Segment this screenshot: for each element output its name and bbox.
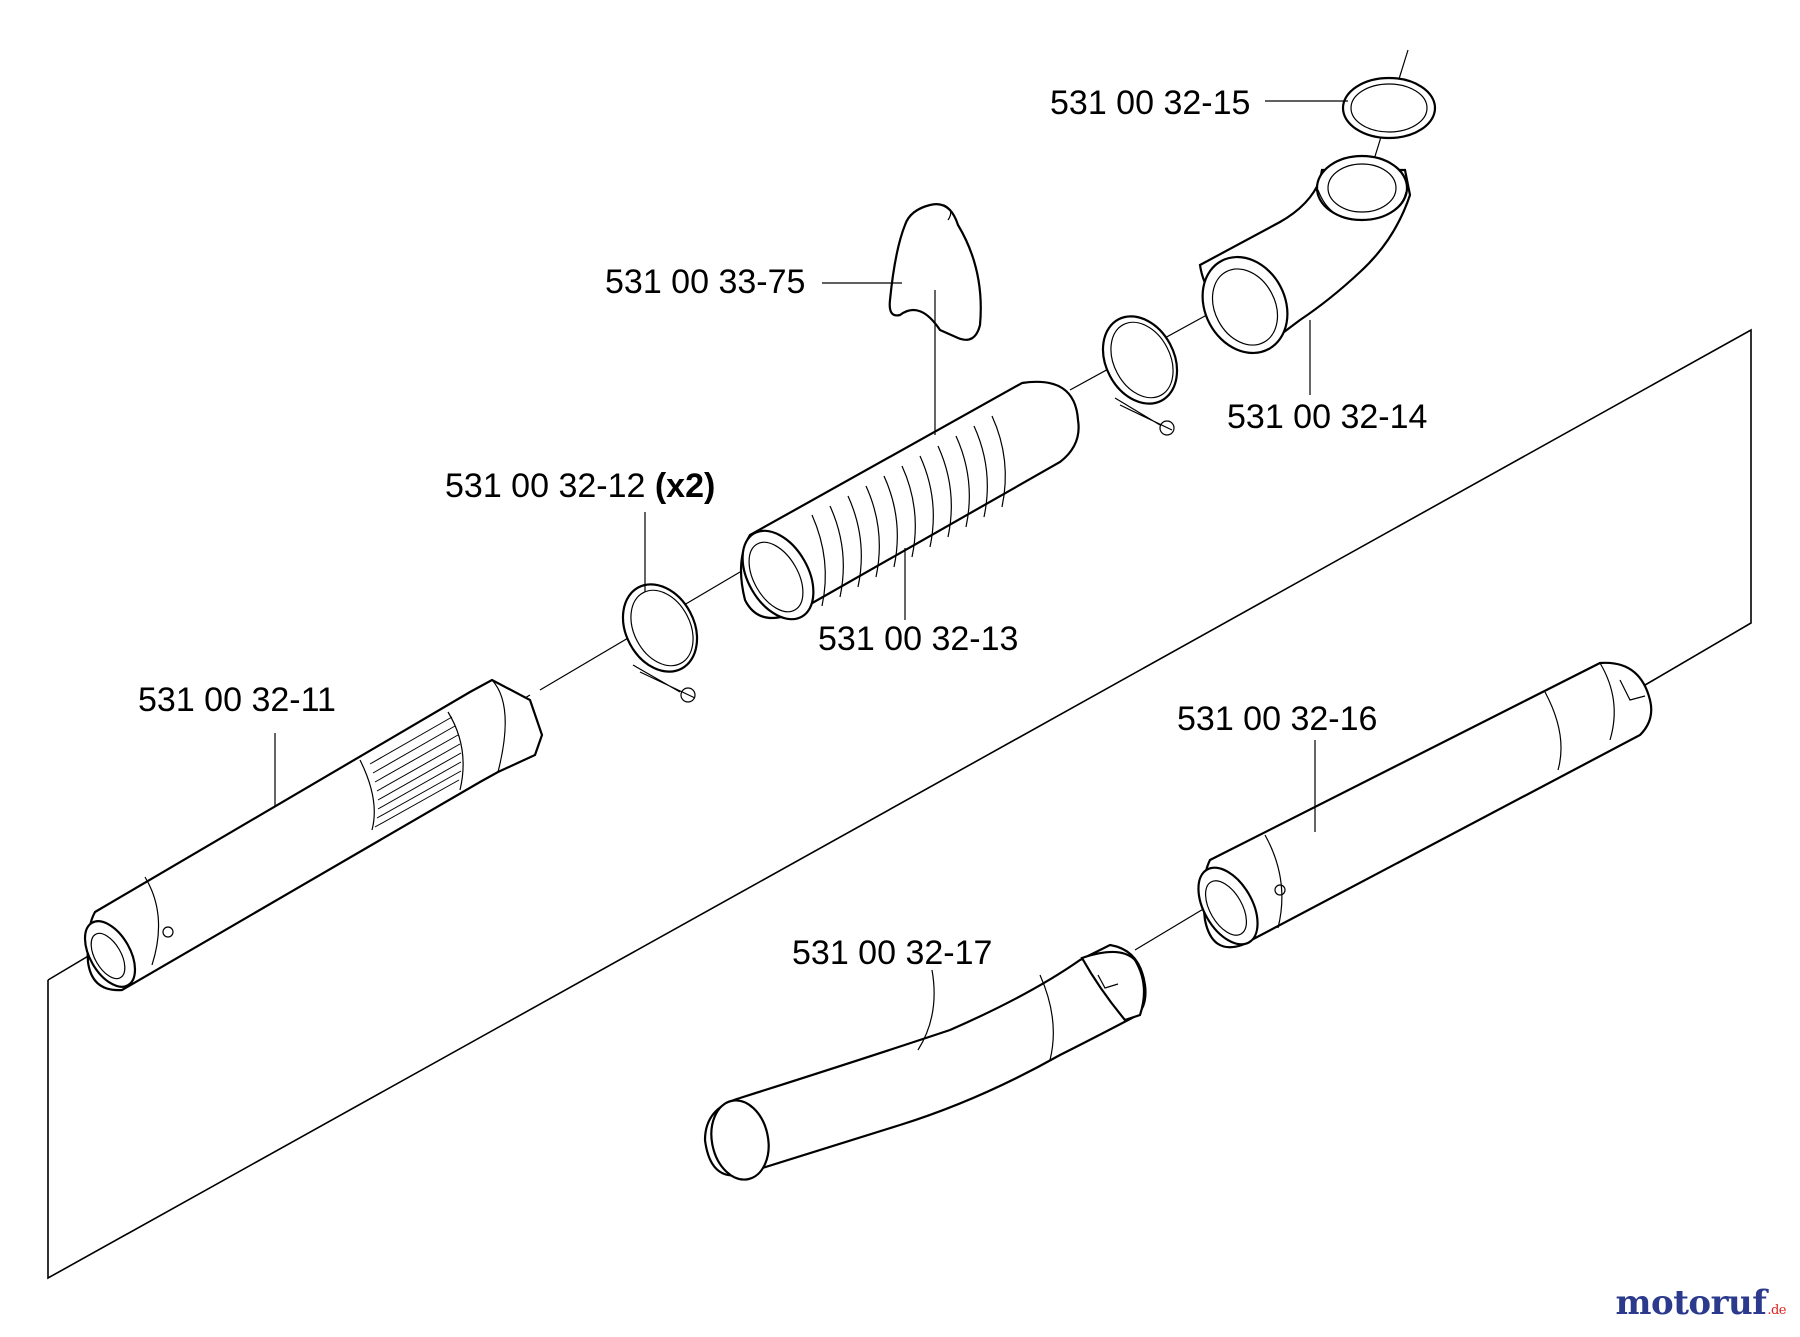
part-12-clamp-left (621, 583, 699, 703)
part-label-13: 531 00 32-13 (818, 620, 1019, 658)
watermark-logo: motoruf.de (1615, 1283, 1787, 1323)
part-12-clamp-right (1101, 315, 1179, 436)
part-13-corrugated-hose (739, 380, 1080, 621)
part-label-75: 531 00 33-75 (605, 263, 806, 301)
quantity-note: (x2) (654, 467, 716, 505)
part-label-15: 531 00 32-15 (1050, 84, 1251, 122)
part-17-nozzle (703, 943, 1147, 1181)
watermark-text: motoruf (1615, 1283, 1767, 1323)
part-label-14: 531 00 32-14 (1227, 398, 1428, 436)
part-11-tube (83, 678, 544, 992)
leader-lines (274, 100, 1348, 1051)
part-16-tube (1197, 661, 1653, 949)
part-label-17: 531 00 32-17 (792, 934, 993, 972)
part-label-16: 531 00 32-16 (1177, 700, 1378, 738)
part-label-11: 531 00 32-11 (138, 681, 336, 719)
part-75-decal (888, 203, 982, 341)
watermark-tld: .de (1767, 1303, 1786, 1318)
part-14-elbow (1198, 154, 1412, 355)
part-15-o-ring (1341, 76, 1437, 140)
part-label-12: 531 00 32-12 (x2) (445, 467, 716, 505)
